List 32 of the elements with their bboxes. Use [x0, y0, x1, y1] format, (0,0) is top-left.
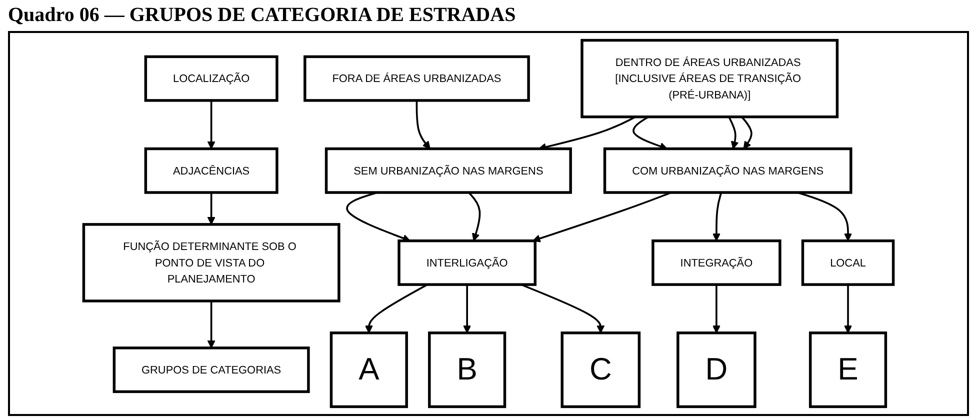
node-box: FORA DE ÁREAS URBANIZADAS	[304, 55, 530, 102]
diagram-title: Quadro 06 — GRUPOS DE CATEGORIA DE ESTRADAS	[8, 4, 517, 27]
arrow	[364, 284, 428, 334]
node-box: LOCALIZAÇÃO	[144, 55, 278, 102]
node-box: FUNÇÃO DETERMINANTE SOB O PONTO DE VISTA DO PLANEJAMENTO	[82, 223, 340, 302]
node-box: C	[560, 332, 641, 408]
arrow	[712, 284, 720, 334]
arrow	[712, 192, 722, 242]
node-box: INTEGRAÇÃO	[652, 239, 782, 286]
node-box: COM URBANIZAÇÃO NAS MARGENS	[603, 147, 852, 194]
node-box: ADJACÊNCIAS	[144, 147, 278, 194]
arrow	[728, 116, 739, 150]
node-box: B	[428, 332, 506, 408]
node-box: E	[808, 332, 888, 408]
arrow	[416, 100, 430, 150]
node-box: GRUPOS DE CATEGORIAS	[112, 346, 310, 394]
arrow	[207, 192, 216, 225]
arrow	[741, 116, 752, 150]
node-box: INTERLIGAÇÃO	[398, 239, 537, 286]
arrow	[207, 300, 216, 348]
arrow	[468, 192, 481, 242]
arrow	[532, 192, 672, 242]
arrow	[844, 284, 852, 334]
node-box: LOCAL	[801, 239, 895, 286]
arrow	[207, 100, 216, 150]
arrow	[346, 192, 410, 242]
arrow	[463, 284, 472, 334]
node-box: A	[330, 332, 408, 408]
node-box: D	[676, 332, 756, 408]
arrow	[520, 284, 605, 334]
node-box: DENTRO DE ÁREAS URBANIZADAS [INCLUSIVE ÁREAS DE TRANSIÇÃO (PRÉ-URBANA)]	[580, 38, 839, 118]
node-box: SEM URBANIZAÇÃO NAS MARGENS	[324, 147, 572, 194]
